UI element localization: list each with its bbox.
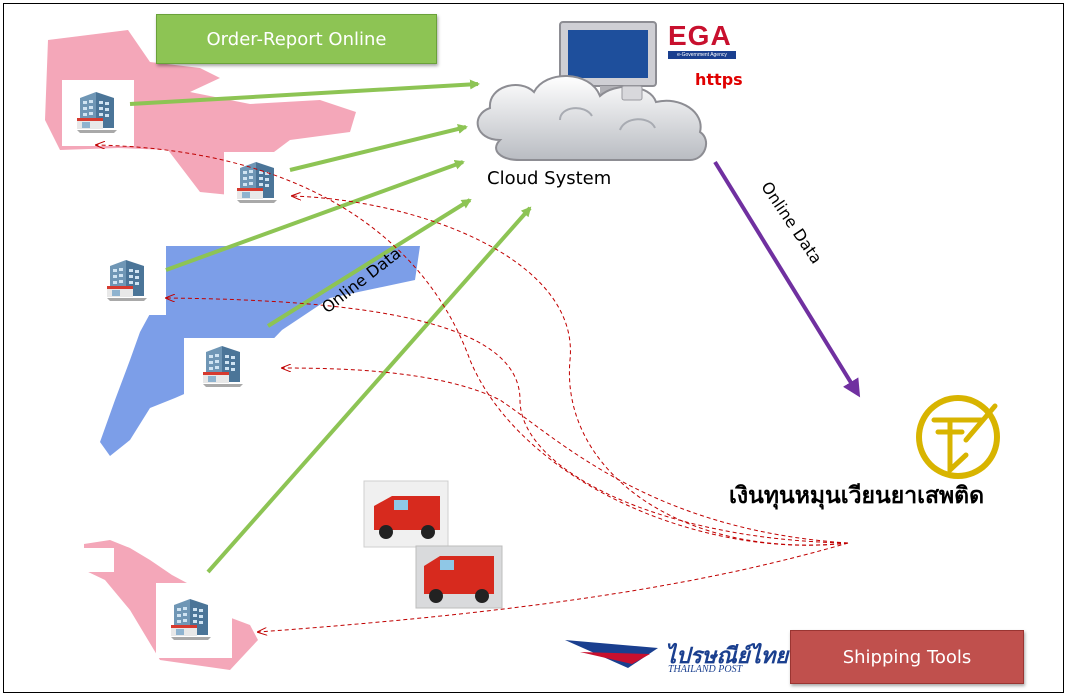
- ega-logo-icon: EGA: [668, 20, 732, 51]
- purple-data-arrow: [713, 160, 861, 398]
- shipping-return-arrows: [96, 145, 849, 632]
- order-report-label: Order-Report Online: [206, 28, 387, 50]
- thai-post-logo-text: ไปรษณีย์ไทย: [665, 643, 789, 668]
- https-label: https: [695, 70, 743, 89]
- hospital-building-icon: [104, 256, 150, 302]
- thai-post-logo-icon: [565, 640, 658, 668]
- shipping-tools-label: Shipping Tools: [842, 646, 972, 668]
- ega-logo-subtitle: e-Government Agency: [668, 51, 736, 59]
- hospital-building-icon: [168, 595, 214, 641]
- shipping-tools-box: Shipping Tools: [790, 630, 1024, 684]
- hospital-building-icon: [200, 342, 246, 388]
- delivery-truck-icon: [415, 545, 503, 609]
- thai-post-logo-subtitle: THAILAND POST: [668, 664, 743, 675]
- map-region-north: [45, 30, 356, 196]
- delivery-truck-icon: [363, 480, 449, 548]
- diagram-frame: [3, 3, 1064, 693]
- order-report-box: Order-Report Online: [156, 14, 437, 64]
- fund-logo-icon: [916, 395, 1000, 479]
- green-upload-arrows: [129, 79, 532, 574]
- cloud-computer-icon: [476, 21, 708, 161]
- cloud-system-label: Cloud System: [487, 168, 612, 189]
- hospital-building-icon: [74, 88, 120, 134]
- drug-fund-label: เงินทุนหมุนเวียนยาเสพติด: [729, 483, 985, 509]
